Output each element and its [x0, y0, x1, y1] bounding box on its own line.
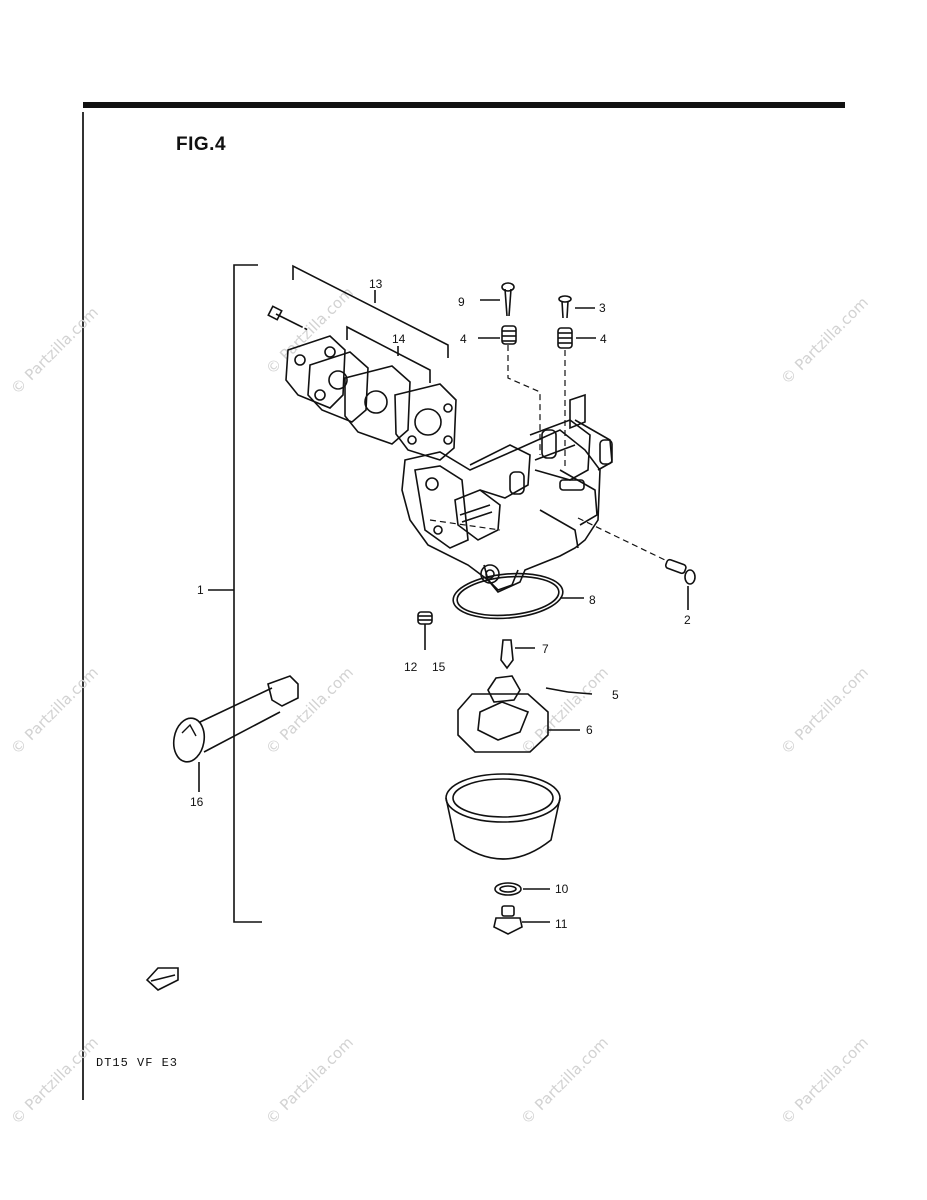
- choke-knob-16: [172, 675, 299, 792]
- plug-12: [417, 611, 433, 650]
- callout-2: 2: [684, 613, 691, 627]
- page-margin-line: [82, 112, 84, 1100]
- pump-cover-plates: [285, 335, 457, 461]
- oil-pump-body: [401, 393, 613, 593]
- assembly-leader-lines: [429, 345, 666, 561]
- spring-4-right: [557, 327, 596, 349]
- assembly-bracket: [208, 264, 262, 923]
- callout-15: 15: [432, 660, 446, 674]
- callout-11: 11: [555, 917, 568, 931]
- o-ring-8: [452, 572, 584, 620]
- screw-9: [480, 282, 515, 317]
- callout-1: 1: [197, 583, 204, 597]
- washer-10: [494, 882, 550, 896]
- callout-9: 9: [458, 295, 465, 309]
- pin-5: [545, 687, 593, 695]
- callout-13: 13: [369, 277, 383, 291]
- figure-title: FIG.4: [176, 134, 227, 155]
- spring-4-left: [478, 325, 517, 345]
- pump-cover-bolt: [267, 305, 309, 331]
- callout-14: 14: [392, 332, 406, 346]
- callout-7: 7: [542, 642, 549, 656]
- subassembly-bracket-13: [292, 264, 449, 358]
- bolt-2: [664, 558, 696, 610]
- subassembly-bracket-14: [346, 325, 431, 383]
- screw-3: [558, 295, 595, 319]
- callout-4b: 4: [600, 332, 607, 346]
- callout-10: 10: [555, 882, 569, 896]
- callout-6: 6: [586, 723, 593, 737]
- callout-4a: 4: [460, 332, 467, 346]
- callout-16: 16: [190, 795, 204, 809]
- drain-screw-11: [493, 905, 550, 935]
- callout-5: 5: [612, 688, 619, 702]
- fwd-arrow-icon: [145, 967, 179, 991]
- callout-8: 8: [589, 593, 596, 607]
- needle-valve-7: [500, 639, 535, 670]
- float-chamber-bowl: [445, 773, 561, 860]
- callout-labels: 1 2 3 4 4 5 6 7 8 9 10 11 12 13 14 15 16: [190, 277, 691, 931]
- model-code: DT15 VF E3: [96, 1056, 179, 1070]
- callout-12: 12: [404, 660, 418, 674]
- float-6: [457, 675, 580, 753]
- callout-3: 3: [599, 301, 606, 315]
- header-rule: [83, 102, 845, 108]
